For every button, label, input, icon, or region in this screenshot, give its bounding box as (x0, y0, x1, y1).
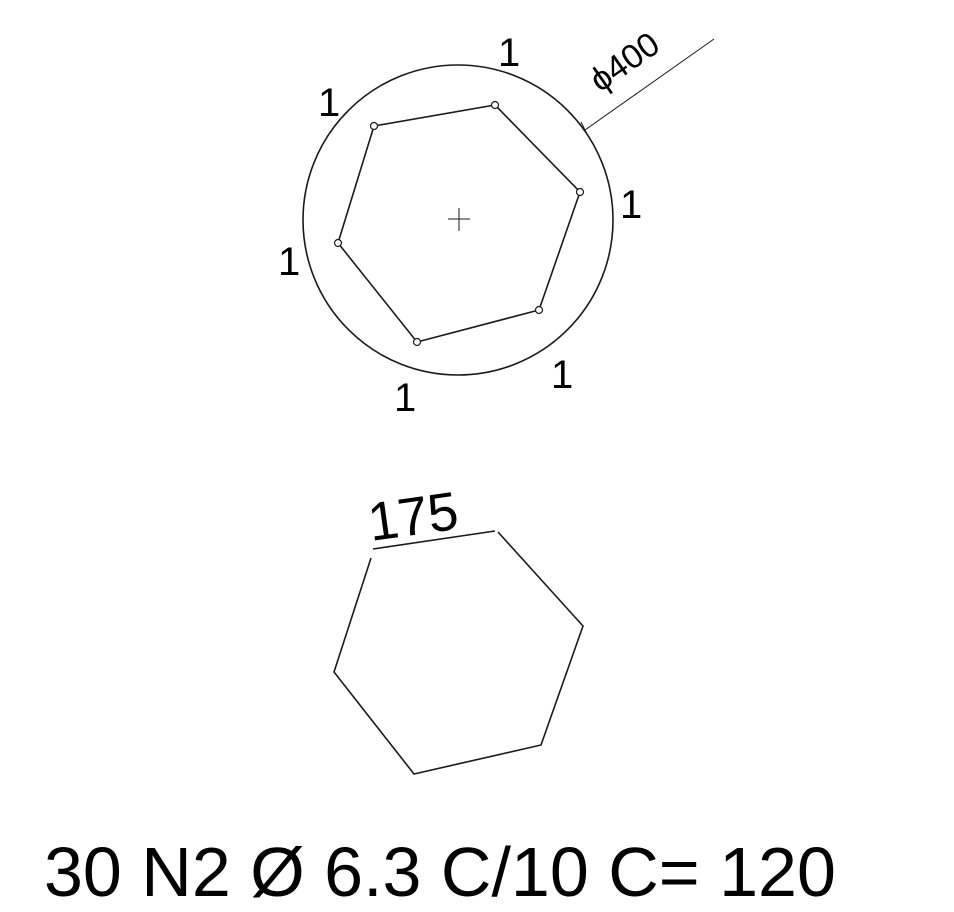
longitudinal-bars (333, 100, 585, 347)
stirrup-detail: 175 (333, 481, 584, 775)
stirrup-dimension-line (372, 530, 496, 550)
bar-count-label: 1 (620, 183, 642, 227)
bar-count-label: 1 (394, 376, 416, 420)
diameter-leader (580, 38, 715, 137)
bar-marker (490, 100, 500, 110)
stirrup-side-label: 175 (364, 481, 462, 553)
bar-marker (412, 337, 422, 347)
bar-marker (575, 187, 585, 197)
bar-count-label: 1 (318, 81, 340, 125)
reinforcement-spec-label: 30 N2 Ø 6.3 C/10 C= 120 (44, 833, 836, 911)
bar-marker (333, 238, 343, 248)
bar-count-label: 1 (278, 240, 300, 284)
bar-count-label: 1 (498, 31, 520, 75)
column-circle (302, 64, 614, 376)
bar-count-labels: 1 1 1 1 1 1 (278, 31, 642, 420)
bar-marker (369, 121, 379, 131)
stirrup-hexagon (333, 531, 584, 775)
diameter-label: ϕ400 (583, 25, 667, 100)
column-section: ϕ400 1 1 1 1 1 1 (278, 25, 715, 420)
bar-count-label: 1 (551, 353, 573, 397)
center-mark (448, 208, 470, 231)
bar-marker (534, 305, 544, 315)
